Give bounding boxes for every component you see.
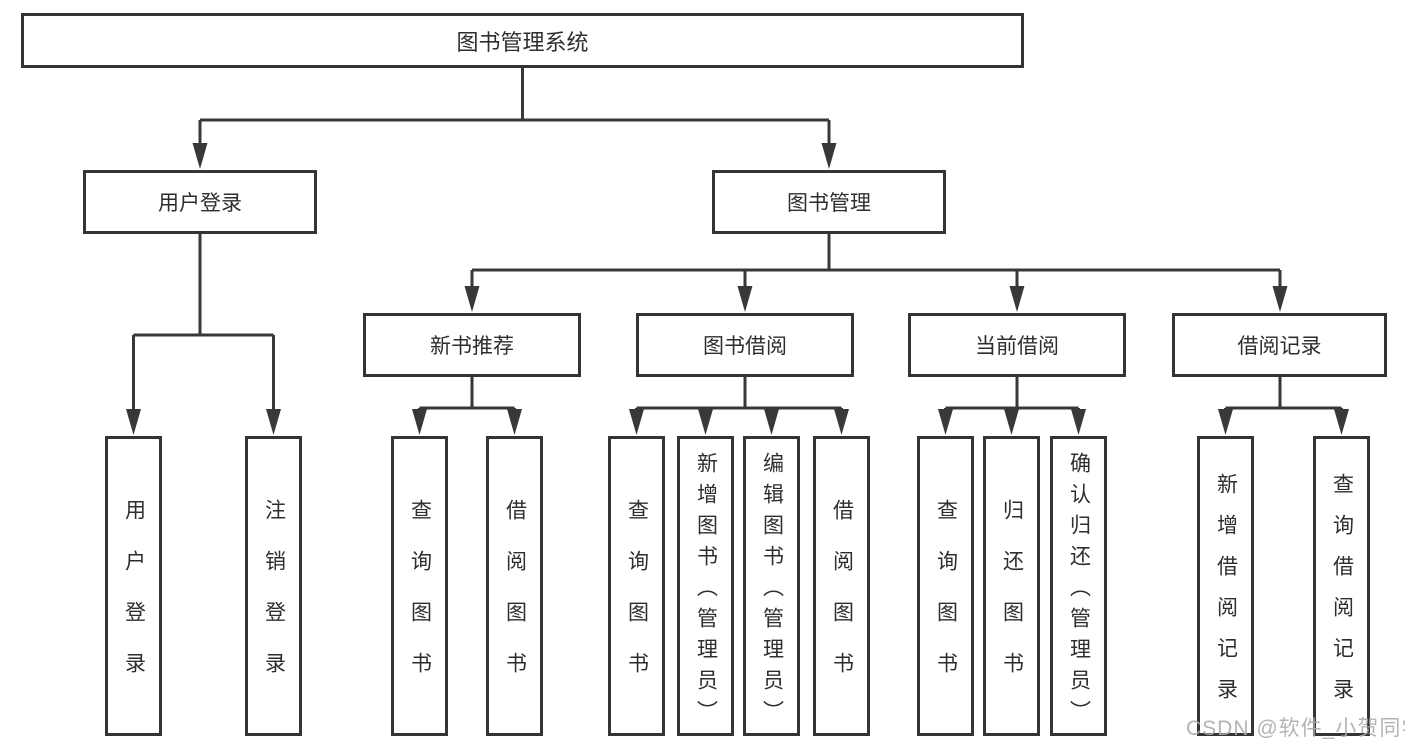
node-label: 用户登录 [122, 499, 146, 703]
node-add-borrow-record: 新增借阅记录 [1197, 436, 1254, 736]
node-label: 借阅图书 [503, 499, 527, 703]
node-book-management: 图书管理 [712, 170, 946, 234]
watermark: CSDN @软件_小贺同学 [1186, 717, 1405, 740]
node-confirm-return-admin: 确认归还（管理员） [1050, 436, 1107, 736]
node-label: 注销登录 [262, 499, 286, 703]
node-borrow-books-recommend: 借阅图书 [486, 436, 543, 736]
node-label: 当前借阅 [975, 335, 1059, 358]
node-borrowing-records: 借阅记录 [1172, 313, 1387, 377]
node-label: 查询图书 [408, 499, 432, 703]
node-current-borrowing: 当前借阅 [908, 313, 1126, 377]
node-label: 查询借阅记录 [1330, 473, 1354, 719]
node-label: 新增图书（管理员） [694, 451, 718, 731]
node-book-borrowing: 图书借阅 [636, 313, 854, 377]
node-add-book-admin: 新增图书（管理员） [677, 436, 734, 736]
node-label: 归还图书 [1000, 499, 1024, 703]
node-borrow-books-borrowing: 借阅图书 [813, 436, 870, 736]
node-query-books-current: 查询图书 [917, 436, 974, 736]
node-query-books-borrowing: 查询图书 [608, 436, 665, 736]
node-label: 查询图书 [934, 499, 958, 703]
node-leaf-logout: 注销登录 [245, 436, 302, 736]
node-label: 图书管理系统 [456, 29, 589, 55]
node-return-books: 归还图书 [983, 436, 1040, 736]
node-label: 图书借阅 [703, 335, 787, 358]
node-label: 确认归还（管理员） [1067, 451, 1091, 731]
node-edit-book-admin: 编辑图书（管理员） [743, 436, 800, 736]
node-label: 借阅图书 [830, 499, 854, 703]
node-new-book-recommend: 新书推荐 [363, 313, 581, 377]
node-query-borrow-record: 查询借阅记录 [1313, 436, 1370, 736]
node-label: 用户登录 [158, 192, 242, 215]
node-label: 编辑图书（管理员） [760, 451, 784, 731]
node-label: 新书推荐 [430, 335, 514, 358]
node-label: 图书管理 [787, 192, 871, 215]
node-library-management-system: 图书管理系统 [21, 13, 1024, 68]
node-label: 借阅记录 [1237, 335, 1322, 358]
node-label: 查询图书 [625, 499, 649, 703]
node-label: 新增借阅记录 [1214, 473, 1238, 719]
node-query-books-recommend: 查询图书 [391, 436, 448, 736]
node-user-login: 用户登录 [83, 170, 317, 234]
node-leaf-user-login: 用户登录 [105, 436, 162, 736]
